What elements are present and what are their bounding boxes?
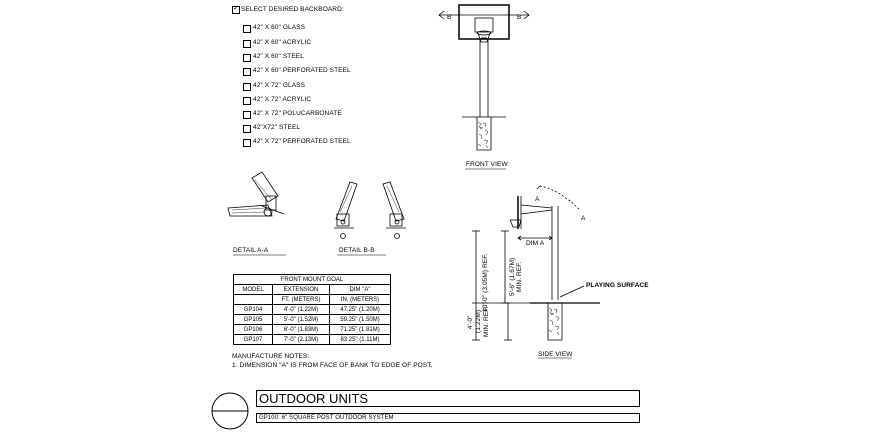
option-checkbox[interactable] xyxy=(243,111,251,119)
option-checkbox[interactable] xyxy=(243,83,251,91)
dim-height-4ft-metric: (1.22M) xyxy=(475,309,482,333)
header-checkbox[interactable]: ✓ xyxy=(232,5,240,14)
option-checkbox[interactable] xyxy=(243,40,251,48)
table-subheader-row: FT. (METERS) IN. (METERS) xyxy=(233,294,391,305)
dim-height-5ft6-ref: MIN. REF. xyxy=(516,261,523,292)
cell-model: GP106 xyxy=(233,324,273,335)
cell-extension: 4'-0" (1.22M) xyxy=(272,304,330,315)
cell-extension: 5'-0" (1.52M) xyxy=(272,314,330,325)
dim-height-10ft: 10'-0" (3.05M) REF. xyxy=(482,253,489,312)
option-checkbox[interactable] xyxy=(243,54,251,62)
side-footing-hatch xyxy=(548,307,560,336)
cell-extension: 7'-0" (2.13M) xyxy=(272,334,330,345)
option-label: 42" X 72" ACRYLIC xyxy=(253,96,312,103)
side-view-label: SIDE VIEW xyxy=(538,351,573,358)
dim-height-4ft: 4'-0" xyxy=(467,315,474,329)
option-checkbox[interactable] xyxy=(243,68,251,76)
cell-model: GP104 xyxy=(233,304,273,315)
section-marker-a-right: A xyxy=(581,215,586,222)
option-checkbox[interactable] xyxy=(243,25,251,33)
view-title-underlines xyxy=(233,168,572,359)
detail-b-label: DETAIL B-B xyxy=(339,247,375,254)
title-text: OUTDOOR UNITS xyxy=(259,391,369,406)
table-title-row: FRONT MOUNT GOAL xyxy=(233,274,391,285)
table-row: GP107 7'-0" (2.13M) 83.25" (1.11M) xyxy=(233,334,391,345)
detail-b-hatch xyxy=(339,185,400,213)
option-checkbox[interactable] xyxy=(243,139,251,147)
cell-dim-a: 59.25" (1.50M) xyxy=(329,314,391,325)
option-checkbox[interactable] xyxy=(243,125,251,133)
options-header: SELECT DESIRED BACKBOARD: xyxy=(241,6,344,13)
section-marker-a-top: A xyxy=(535,196,540,203)
detail-b-drawing xyxy=(334,181,406,239)
table-title: FRONT MOUNT GOAL xyxy=(233,274,391,285)
option-checkbox[interactable] xyxy=(243,97,251,105)
section-marker-b-right: B xyxy=(517,14,522,21)
front-view-drawing xyxy=(438,4,530,151)
section-marker-b-left: B xyxy=(447,14,452,21)
subheader-model xyxy=(233,294,273,305)
header-dim-a: DIM "A" xyxy=(329,284,391,295)
title-block-circle xyxy=(211,392,249,430)
subheader-extension: FT. (METERS) xyxy=(272,294,330,305)
cell-model: GP105 xyxy=(233,314,273,325)
option-label: 42" X 72" POLUCARBONATE xyxy=(253,110,342,117)
table-row: GP105 5'-0" (1.52M) 59.25" (1.50M) xyxy=(233,314,391,325)
header-extension: EXTENSION xyxy=(272,284,330,295)
side-view-drawing xyxy=(472,185,600,341)
front-view-label: FRONT VIEW xyxy=(466,161,508,168)
option-label: 42" X 60" PERFORATED STEEL xyxy=(253,67,351,74)
dim-a-label: DIM A xyxy=(526,240,545,247)
header-model: MODEL xyxy=(233,284,273,295)
table-row: GP106 6'-0" (1.83M) 71.25" (1.81M) xyxy=(233,324,391,335)
table-row: GP104 4'-0" (1.22M) 47.25" (1.20M) xyxy=(233,304,391,315)
cell-dim-a: 71.25" (1.81M) xyxy=(329,324,391,335)
front-footing-hatch xyxy=(477,121,489,149)
detail-a-hatch xyxy=(231,179,273,214)
option-label: 42" X 60" STEEL xyxy=(253,53,304,60)
option-label: 42"X72" STEEL xyxy=(253,124,301,131)
cell-dim-a: 83.25" (1.11M) xyxy=(329,334,391,345)
dim-height-4ft-ref: MIN. REF. xyxy=(483,306,490,337)
notes-title: MANUFACTURE NOTES: xyxy=(232,353,310,360)
subtitle-box: GP100: 6" SQUARE POST OUTDOOR SYSTEM xyxy=(256,413,640,423)
option-label: 42" X 72" GLASS xyxy=(253,82,306,89)
option-label: 42" X 72" PERFORATED STEEL xyxy=(253,138,351,145)
table-header-row: MODEL EXTENSION DIM "A" xyxy=(233,284,391,295)
option-label: 42" X 60" GLASS xyxy=(253,24,306,31)
playing-surface-label: PLAYING SURFACE xyxy=(586,282,649,289)
detail-a-drawing xyxy=(227,171,285,217)
notes-line-1: 1. DIMENSION "A" IS FROM FACE OF BANK TO… xyxy=(232,362,433,369)
cell-model: GP107 xyxy=(233,334,273,345)
option-label: 42" X 60" ACRYLIC xyxy=(253,39,312,46)
title-box: OUTDOOR UNITS xyxy=(256,390,640,407)
detail-a-label: DETAIL A-A xyxy=(233,247,269,254)
front-mount-goal-table: FRONT MOUNT GOAL MODEL EXTENSION DIM "A"… xyxy=(233,274,391,345)
subheader-dim-a: IN. (METERS) xyxy=(329,294,391,305)
subtitle-text: GP100: 6" SQUARE POST OUTDOOR SYSTEM xyxy=(259,415,394,421)
cell-extension: 6'-0" (1.83M) xyxy=(272,324,330,335)
check-icon: ✓ xyxy=(233,5,239,12)
cell-dim-a: 47.25" (1.20M) xyxy=(329,304,391,315)
